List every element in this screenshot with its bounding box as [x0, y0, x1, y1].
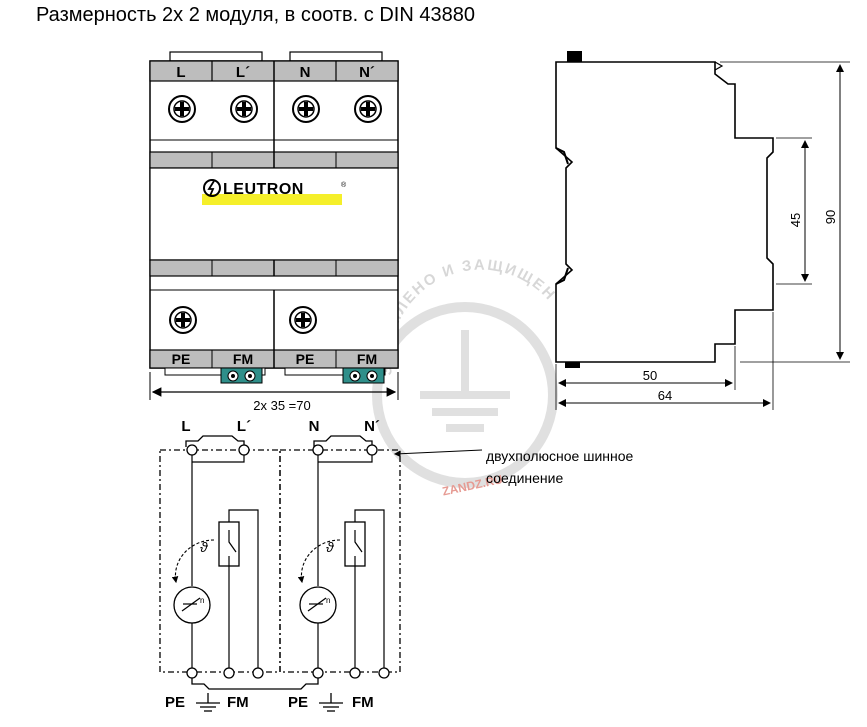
dim-64-label: 64 — [658, 388, 672, 403]
terminal-screw-n — [292, 95, 320, 123]
terminal-screw-pe-right — [289, 306, 317, 334]
theta-right: ϑ — [326, 539, 335, 555]
annotation-arrow — [393, 449, 483, 458]
dim-45-label: 45 — [788, 213, 803, 227]
brand-name: LEUTRON — [223, 181, 304, 198]
module-outline-right — [279, 449, 401, 673]
dim-50-label: 50 — [643, 368, 657, 383]
schematic-label-l-prime: L´ — [237, 418, 251, 435]
schematic-fm-right: FM — [352, 694, 374, 711]
annotation-line-2: соединение — [486, 470, 563, 486]
terminal-l — [186, 444, 198, 456]
varistor-left — [173, 586, 211, 624]
terminal-n-prime — [366, 444, 378, 456]
annotation-line-1: двухполюсное шинное — [486, 448, 634, 464]
top-label-n-prime: N´ — [359, 64, 375, 81]
leutron-logo-icon — [203, 179, 221, 197]
ground-icon — [319, 693, 343, 712]
terminal-n — [312, 444, 324, 456]
top-label-n: N — [300, 64, 311, 81]
bottom-label-pe-1: PE — [172, 351, 191, 367]
terminal-screw-l-prime — [230, 95, 258, 123]
terminal-screw-n-prime — [354, 95, 382, 123]
varistor-left-n: n — [200, 596, 204, 605]
wiring-schematic: L L´ N N´ n ϑ n — [159, 418, 634, 712]
fm-connector-left — [220, 367, 263, 384]
width-dimension-label: 2x 35 =70 — [253, 398, 310, 413]
terminal-l-prime — [238, 444, 250, 456]
varistor-right-n: n — [326, 596, 330, 605]
top-label-l: L — [176, 64, 185, 81]
side-profile-outline — [555, 61, 774, 363]
module-outline-left — [159, 449, 281, 673]
schematic-label-n: N — [309, 418, 320, 435]
schematic-pe-left: PE — [165, 694, 185, 711]
terminal-screw-l — [168, 95, 196, 123]
schematic-pe-right: PE — [288, 694, 308, 711]
brand-registered-mark: ® — [341, 181, 347, 189]
device-side-view: 45 90 50 64 — [555, 51, 850, 410]
ground-icon — [196, 693, 220, 712]
schematic-fm-left: FM — [227, 694, 249, 711]
bottom-label-fm-1: FM — [233, 351, 253, 367]
bottom-label-fm-2: FM — [357, 351, 377, 367]
dim-90-label: 90 — [823, 210, 838, 224]
varistor-right — [299, 586, 337, 624]
terminal-screw-pe-left — [169, 306, 197, 334]
page-title: Размерность 2х 2 модуля, в соотв. с DIN … — [36, 4, 475, 26]
top-label-l-prime: L´ — [236, 64, 250, 81]
pe-bridge — [191, 678, 319, 690]
bottom-label-pe-2: PE — [296, 351, 315, 367]
fm-connector-right — [342, 367, 385, 384]
schematic-label-l: L — [181, 418, 190, 435]
brand-yellow-stripe — [202, 194, 342, 205]
schematic-label-n-prime: N´ — [364, 418, 380, 435]
device-front-view: L L´ N N´ — [149, 51, 399, 413]
theta-left: ϑ — [200, 539, 209, 555]
